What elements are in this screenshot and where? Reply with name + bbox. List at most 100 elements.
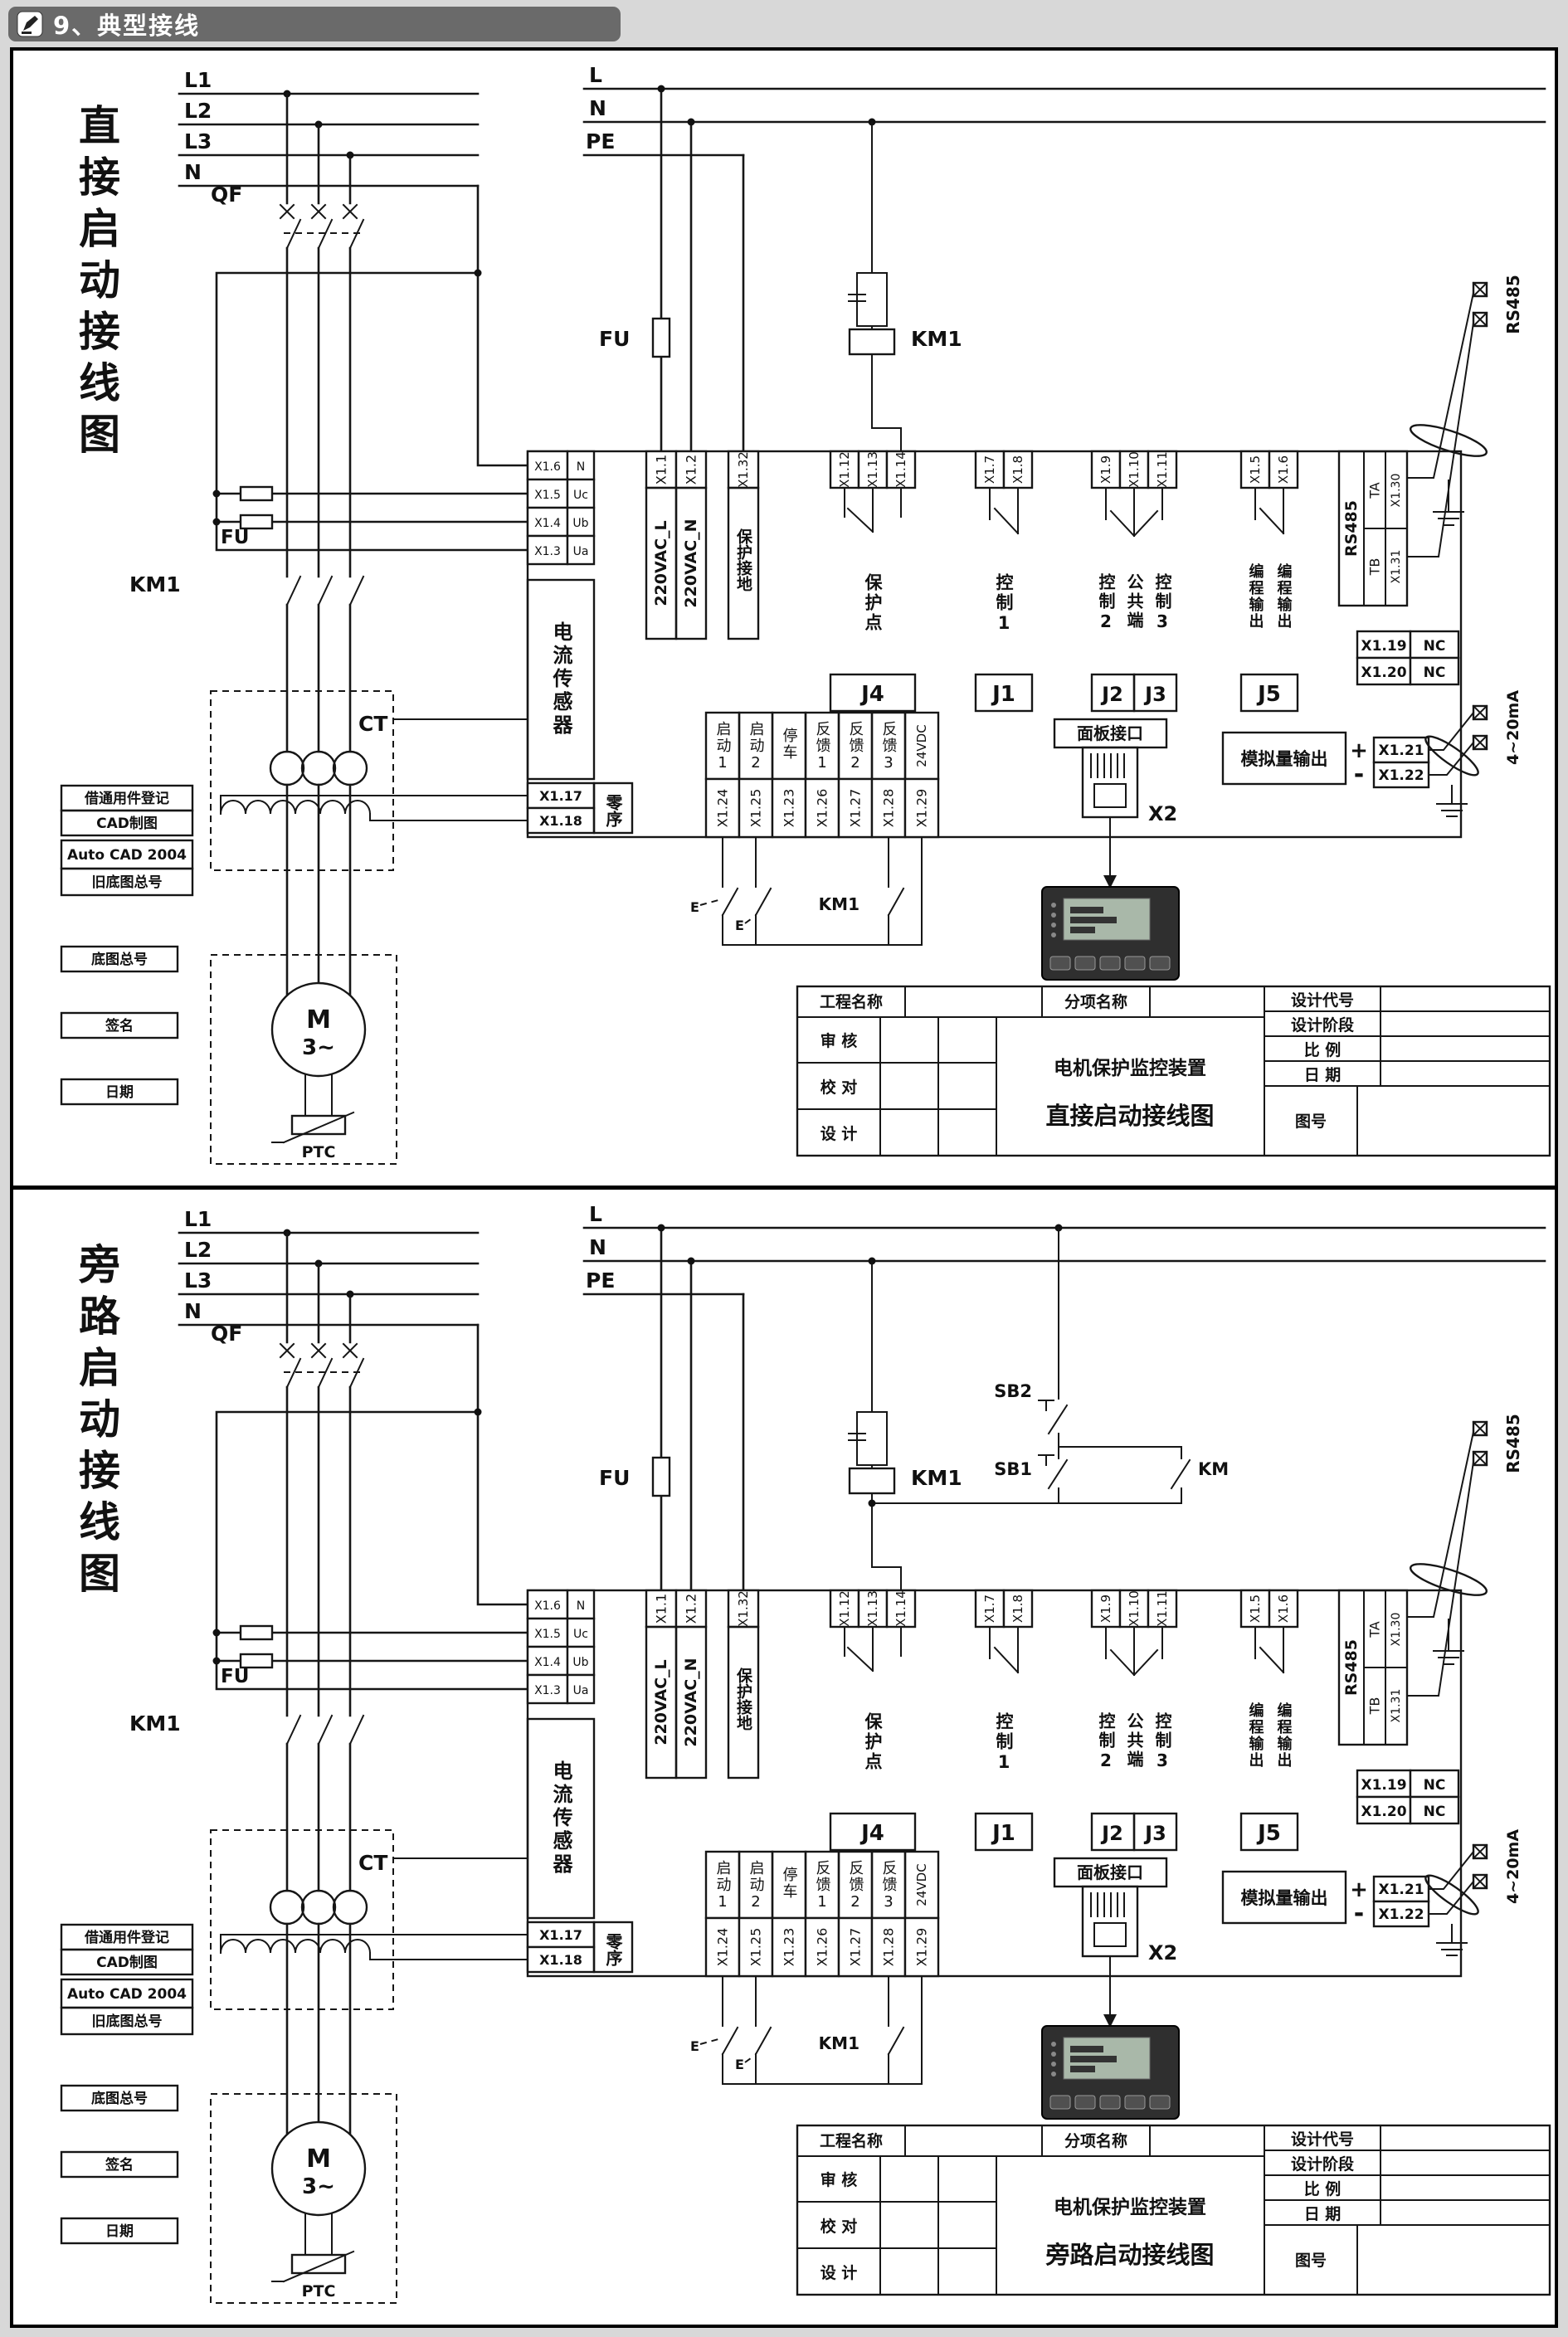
incoming-power-buses: L1 L2 L3 N (178, 1207, 480, 1327)
manual-actuator-icon: E (690, 899, 699, 915)
term-x1-10: X1.10 (1127, 1590, 1142, 1627)
motor-3ph: 3~ (302, 1035, 335, 1060)
term-x1-1: X1.1 (654, 455, 670, 484)
manual-actuator-icon: E (735, 2057, 744, 2072)
incoming-power-buses: L1 L2 L3 N (178, 68, 480, 187)
tb-drawing-title: 旁路启动接线图 (1045, 2241, 1214, 2269)
label-common: 公共端 (1124, 1712, 1144, 1770)
term-ua: Ua (573, 1684, 589, 1697)
km1-coil-circuit: KM1 (848, 118, 962, 452)
box-autocad: Auto CAD 2004 (67, 847, 187, 864)
manual-actuator-icon: E (735, 918, 744, 933)
analog-output: 模拟量输出 + - X1.21 X1.22 4~20mA (1221, 690, 1522, 817)
label-j3: J3 (1143, 1822, 1166, 1845)
fuse-ub (239, 514, 274, 530)
tb-code: 设计代号 (1291, 2130, 1354, 2149)
term-x1-20: X1.20 (1361, 665, 1406, 681)
label-nc1: NC (1424, 1777, 1446, 1794)
voltage-feeders: FU (212, 184, 529, 552)
label-fu-right: FU (599, 327, 630, 351)
label-220vac-n: 220VAC_N (682, 1658, 700, 1746)
label-prog-out2: 编程输出 (1275, 562, 1293, 630)
bypass-start-circuit: SB2 SB1 KM (868, 1224, 1229, 1507)
voltage-terminals: X1.6 N X1.5 Uc X1.4 Ub X1.3 Ua (526, 450, 596, 566)
nc-terminals: X1.19 NC X1.20 NC (1356, 1769, 1460, 1825)
display-unit (1041, 2025, 1180, 2120)
label-protection-point: 保护点 (863, 1712, 884, 1772)
tb-subitem: 分项名称 (1064, 2131, 1127, 2150)
ptc-symbol (290, 1114, 347, 1136)
label-km: KM (1198, 1459, 1229, 1479)
analog-output: 模拟量输出 + - X1.21 X1.22 4~20mA (1221, 1829, 1522, 1956)
motor-m: M (306, 2145, 331, 2174)
label-rs485: RS485 (1342, 1639, 1361, 1696)
zero-sequence-terminals: X1.17 X1.18 零序 (526, 1921, 634, 1974)
tb-subitem: 分项名称 (1064, 992, 1127, 1011)
relay-group-j2-j3: X1.9 X1.10 X1.11 控制2 公共端 控制3 J2 J3 (1090, 450, 1178, 713)
label-l2: L2 (184, 99, 212, 123)
label-j5: J5 (1256, 682, 1281, 707)
km1-coil-circuit: KM1 (848, 1257, 962, 1591)
panel-button (1149, 2095, 1171, 2110)
label-prog-out1: 编程输出 (1247, 562, 1264, 630)
ct-dashed-box (210, 1829, 394, 2010)
label-fu-left: FU (221, 1666, 249, 1687)
term-x1-25: X1.25 (748, 789, 764, 828)
label-fu-right: FU (599, 1466, 630, 1490)
label-n-left: N (184, 160, 202, 184)
label-nc1: NC (1424, 638, 1446, 655)
relay-group-j2-j3: X1.9 X1.10 X1.11 控制2 公共端 控制3 J2 J3 (1090, 1589, 1178, 1852)
ground-symbol-analog (1436, 785, 1468, 817)
label-n-left: N (184, 1299, 202, 1323)
ground-symbol-rs485 (1433, 480, 1464, 526)
term-x1-27: X1.27 (848, 1928, 864, 1967)
label-4-20ma: 4~20mA (1504, 1829, 1522, 1904)
label-fb2: 反馈2 (847, 1860, 864, 1912)
voltage-feeders: FU (212, 1323, 529, 1691)
label-km1-coil: KM1 (911, 1466, 962, 1490)
label-j1: J1 (991, 1821, 1015, 1846)
term-x1-2: X1.2 (684, 1594, 699, 1624)
label-fb1: 反馈1 (814, 721, 831, 773)
label-start1: 启动1 (714, 1860, 732, 1912)
motor-dashed-box (210, 2093, 397, 2304)
label-x2: X2 (1148, 802, 1177, 825)
label-24vdc: 24VDC (914, 1863, 929, 1906)
label-sb1: SB1 (994, 1459, 1032, 1479)
display-unit (1041, 886, 1180, 981)
label-rs485-port: RS485 (1503, 275, 1523, 334)
tb-stage: 设计阶段 (1291, 1015, 1355, 1035)
label-control1: 控制1 (994, 1711, 1014, 1775)
box-signature: 签名 (105, 2156, 134, 2174)
title-block: 工程名称 分项名称 审 核 校 对 设 计 电机保护监控装置 直接启动接线图 设… (796, 985, 1551, 1157)
fuse-ub (239, 1653, 274, 1669)
term-x1-26: X1.26 (815, 789, 830, 828)
term-x1-22: X1.22 (1378, 1906, 1424, 1923)
label-l1: L1 (184, 68, 212, 92)
tb-code: 设计代号 (1291, 991, 1354, 1010)
term-ua: Ua (573, 545, 589, 558)
label-220vac-l: 220VAC_L (652, 1659, 670, 1745)
term-x1-27: X1.27 (848, 789, 864, 828)
box-old-sheet: 旧底图总号 (92, 874, 163, 891)
current-sensor-block: 电流传感器 (526, 578, 596, 781)
term-x1-32: X1.32 (736, 451, 751, 488)
box-sheet-no: 底图总号 (91, 951, 148, 968)
term-x1-17: X1.17 (539, 788, 582, 804)
label-tb: TB (1367, 1697, 1383, 1716)
zero-sequence-coil (219, 800, 372, 816)
label-l: L (589, 63, 602, 87)
panel-interface: 面板接口 X2 (1053, 1857, 1177, 2028)
tb-date: 日 期 (1304, 1066, 1342, 1084)
label-panel-port: 面板接口 (1077, 1862, 1143, 1882)
cable-shield (1409, 1563, 1488, 1596)
label-fb1: 反馈1 (814, 1860, 831, 1912)
tb-project: 工程名称 (820, 2131, 883, 2150)
relay-group-j5: X1.5 X1.6 编程输出 编程输出 J5 (1239, 1589, 1299, 1852)
panel-button (1099, 2095, 1121, 2110)
rs485-terminal-marks (1472, 1420, 1488, 1467)
label-plus: + (1350, 738, 1368, 763)
term-x1-4: X1.4 (534, 1656, 561, 1669)
tb-check: 校 对 (821, 1078, 858, 1097)
tb-scale: 比 例 (1304, 1040, 1342, 1059)
